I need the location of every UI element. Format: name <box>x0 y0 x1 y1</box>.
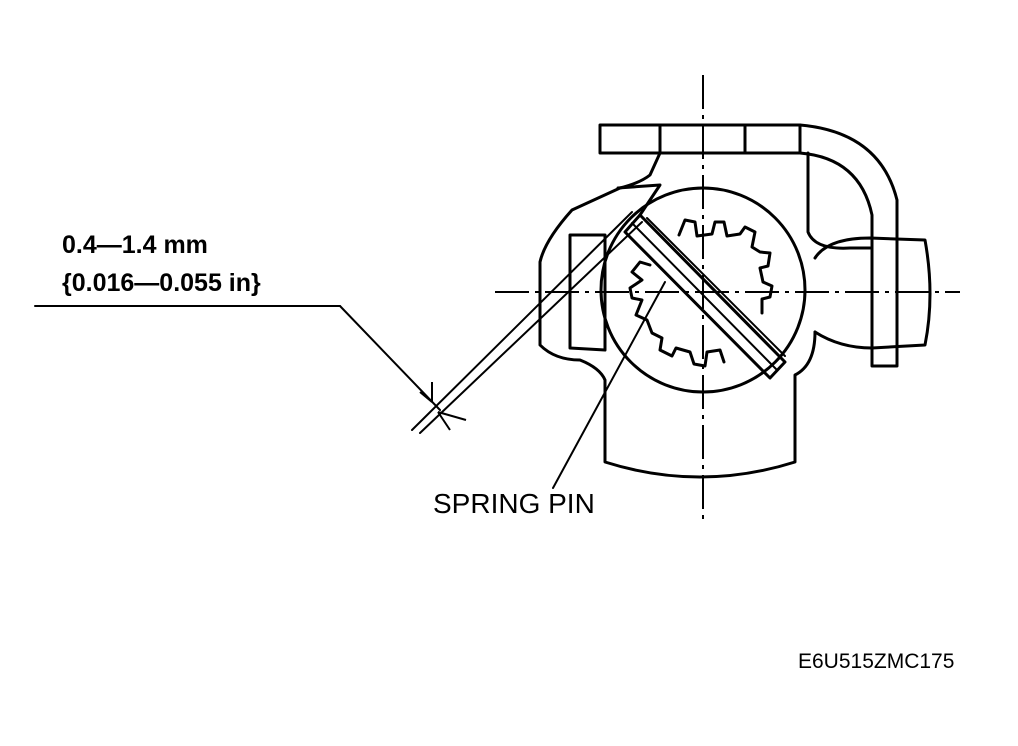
dimension-leader <box>339 305 441 411</box>
right-lug <box>813 236 932 350</box>
left-boss <box>568 233 607 352</box>
arrowhead-upper <box>419 382 433 403</box>
yoke-inner-recess <box>806 151 872 250</box>
arrowhead-lower <box>437 411 467 431</box>
clearance-metric-value: 0.4—1.4 mm <box>62 231 208 259</box>
clearance-imperial-value: {0.016—0.055 in} <box>62 269 261 297</box>
fork-arm-outline <box>598 123 899 368</box>
figure-code: E6U515ZMC175 <box>798 650 955 673</box>
spring-pin <box>623 213 787 380</box>
clearance-line-outer <box>419 221 643 434</box>
clearance-line-inner <box>411 211 633 431</box>
spring-pin-label: SPRING PIN <box>433 488 595 519</box>
spring-pin-leader <box>552 281 666 489</box>
pin-entry-chamfer <box>616 183 662 217</box>
yoke-body-outline <box>538 186 817 479</box>
yoke-neck-left <box>618 151 662 190</box>
